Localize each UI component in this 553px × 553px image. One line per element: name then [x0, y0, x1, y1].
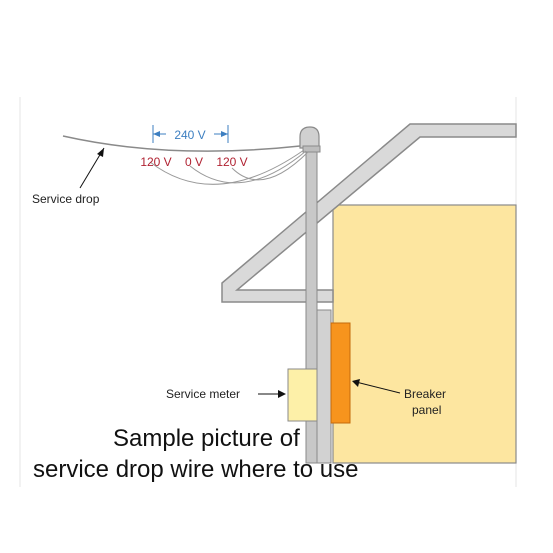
voltage-span-label: 240 V — [174, 128, 205, 142]
weatherhead-cap — [302, 145, 321, 153]
service-drop-arrowhead — [97, 148, 104, 157]
leg-left-voltage: 120 V — [140, 155, 171, 169]
breaker-panel-pointer — [355, 381, 401, 394]
drip-loop-wire — [149, 149, 305, 185]
drip-loop-wire — [231, 151, 309, 181]
leg-right-voltage: 120 V — [216, 155, 247, 169]
service-drop-wire — [62, 135, 301, 152]
drip-loop-wire — [189, 150, 307, 184]
breaker-panel-label-line2: panel — [412, 403, 441, 417]
service-meter-box — [287, 368, 318, 422]
breaker-panel-arrowhead — [352, 379, 360, 387]
mast-lower-pipe — [316, 309, 332, 464]
caption-line2: service drop wire where to use — [33, 456, 358, 483]
neutral-voltage: 0 V — [185, 155, 203, 169]
voltage-arrowhead-left — [153, 131, 160, 137]
caption-line1: Sample picture of — [113, 425, 300, 452]
weatherhead — [299, 126, 320, 149]
service-meter-label: Service meter — [166, 387, 240, 401]
breaker-panel — [330, 322, 351, 424]
house-wall — [332, 204, 517, 464]
voltage-arrowhead-right — [221, 131, 228, 137]
service-drop-label: Service drop — [32, 192, 100, 206]
service-meter-arrowhead — [278, 390, 286, 398]
breaker-panel-label-line1: Breaker — [404, 387, 446, 401]
